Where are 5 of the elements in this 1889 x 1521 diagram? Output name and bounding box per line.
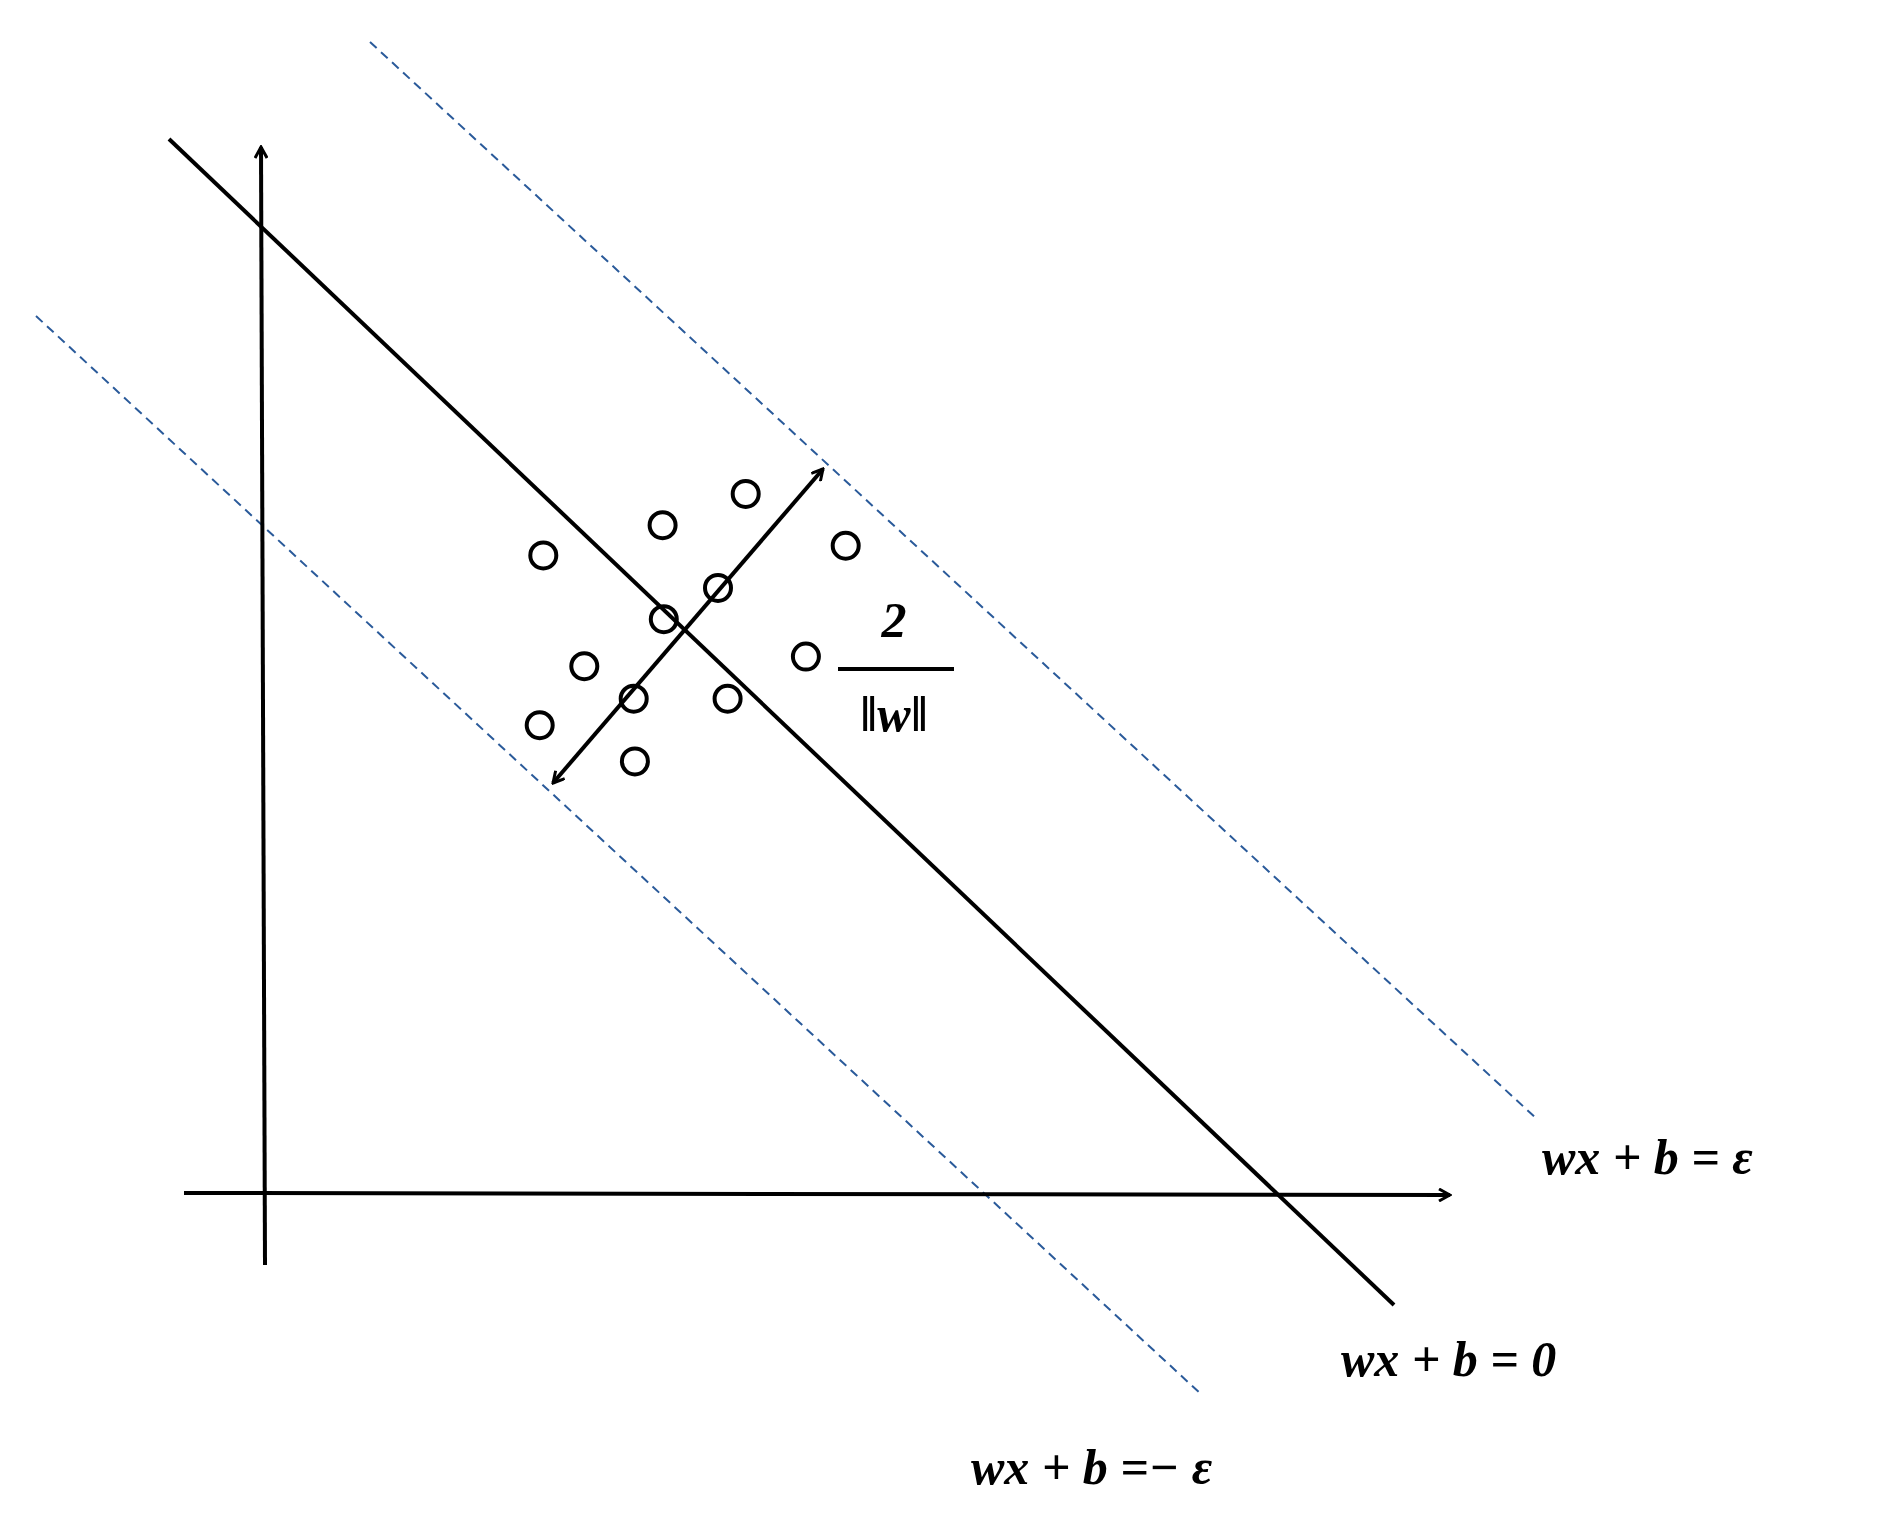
equation-label: wx + b =− ε xyxy=(971,1442,1213,1492)
equation-label: wx + b = ε xyxy=(1542,1132,1753,1182)
fraction-numerator: 2 xyxy=(881,595,907,645)
equation-label: wx + b = 0 xyxy=(1341,1334,1557,1384)
fraction-denominator: ‖w‖ xyxy=(860,689,928,739)
